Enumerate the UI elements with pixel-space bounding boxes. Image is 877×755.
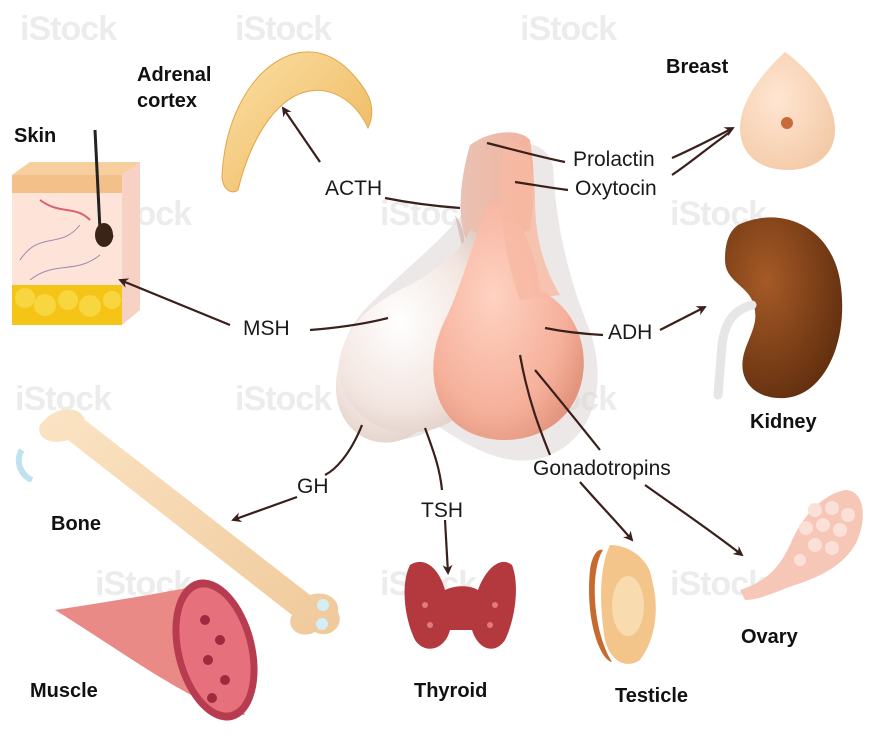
label-gh: GH [297,476,329,497]
label-skin: Skin [14,126,56,146]
label-testicle: Testicle [615,686,688,706]
label-muscle: Muscle [30,681,98,701]
label-breast: Breast [666,57,728,77]
kidney-illustration [718,217,842,398]
breast-illustration [740,52,835,170]
thyroid-illustration [405,562,516,649]
label-bone: Bone [51,514,101,534]
label-msh: MSH [243,318,290,339]
label-thyroid: Thyroid [414,681,487,701]
label-adh: ADH [608,322,652,343]
adrenal-cortex-shape [222,52,372,192]
label-gonadotropins: Gonadotropins [533,458,671,479]
label-tsh: TSH [421,500,463,521]
testicle-illustration [589,545,656,664]
muscle-illustration [55,570,271,729]
label-oxytocin: Oxytocin [575,178,657,199]
skin-illustration [12,130,140,325]
label-adrenal-cortex: Adrenal cortex [137,62,211,114]
label-ovary: Ovary [741,627,798,647]
label-acth: ACTH [325,178,382,199]
ovary-illustration [740,490,863,600]
label-kidney: Kidney [750,412,817,432]
label-prolactin: Prolactin [573,149,655,170]
